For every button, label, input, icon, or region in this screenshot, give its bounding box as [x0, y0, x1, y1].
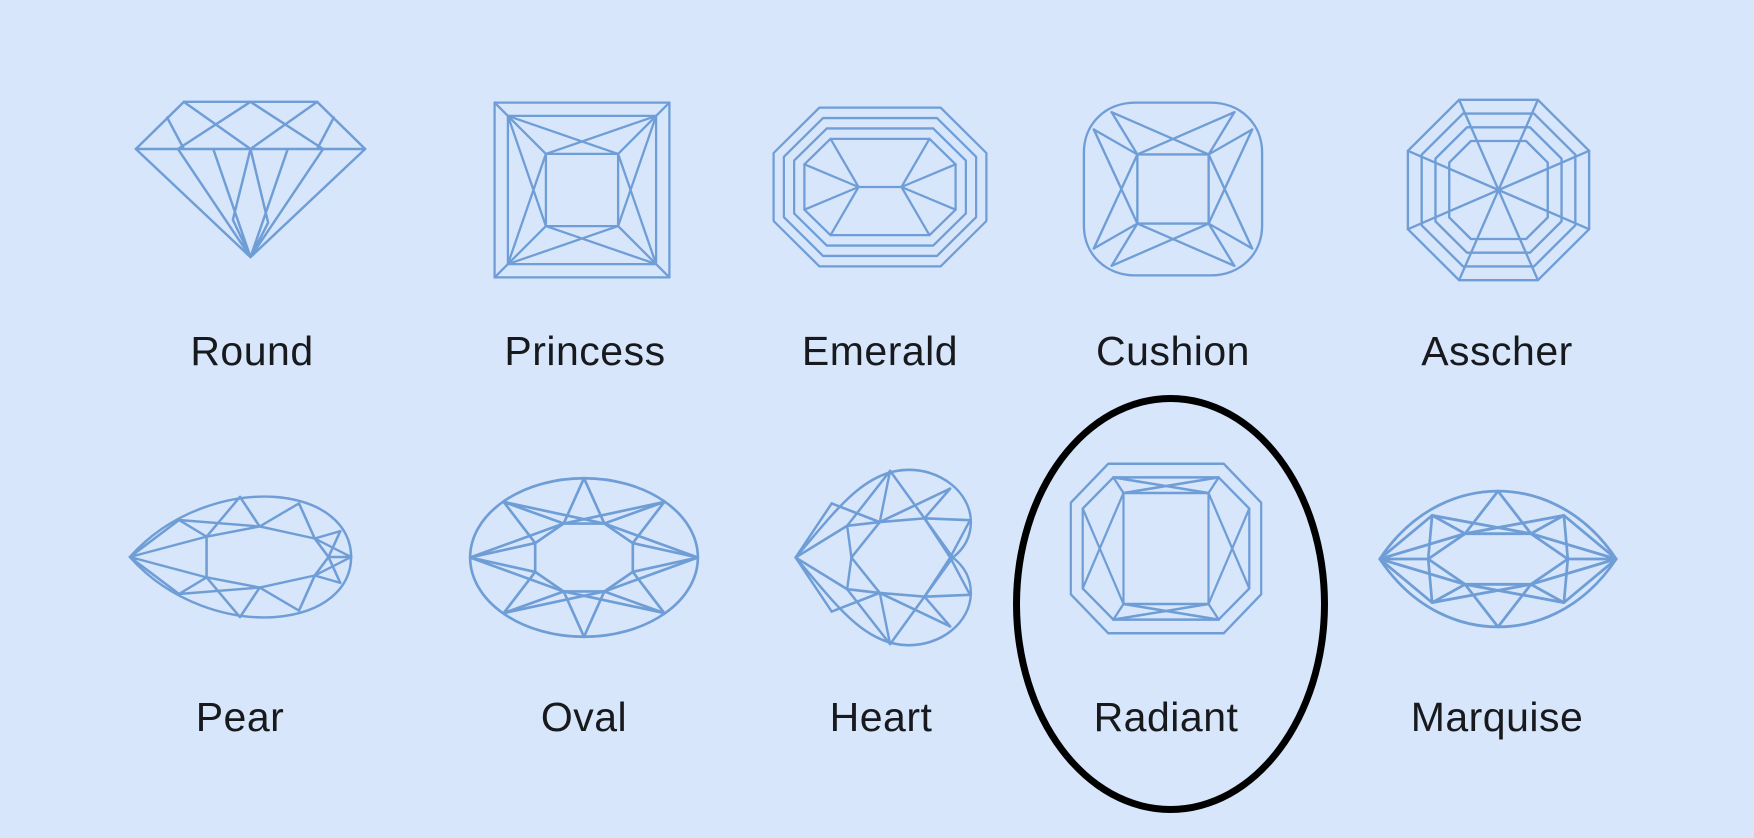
marquise-diamond-icon	[1372, 483, 1624, 635]
pear-diamond-icon	[122, 483, 358, 631]
shape-label-princess: Princess	[504, 328, 666, 374]
shape-label-asscher: Asscher	[1421, 328, 1573, 374]
shape-label-cushion: Cushion	[1096, 328, 1250, 374]
annotation-circle-radiant	[1013, 395, 1328, 813]
princess-diamond-icon	[487, 95, 677, 285]
asscher-diamond-icon	[1400, 92, 1597, 288]
emerald-diamond-icon	[768, 102, 992, 272]
shape-label-pear: Pear	[195, 694, 285, 740]
shape-label-oval: Oval	[540, 694, 628, 740]
heart-diamond-icon	[787, 455, 976, 660]
shape-label-round: Round	[190, 328, 314, 374]
shape-label-heart: Heart	[829, 694, 933, 740]
shape-label-marquise: Marquise	[1410, 694, 1584, 740]
oval-diamond-icon	[462, 470, 706, 645]
shape-label-emerald: Emerald	[801, 328, 959, 374]
round-diamond-icon	[128, 92, 373, 264]
cushion-diamond-icon	[1074, 93, 1272, 285]
